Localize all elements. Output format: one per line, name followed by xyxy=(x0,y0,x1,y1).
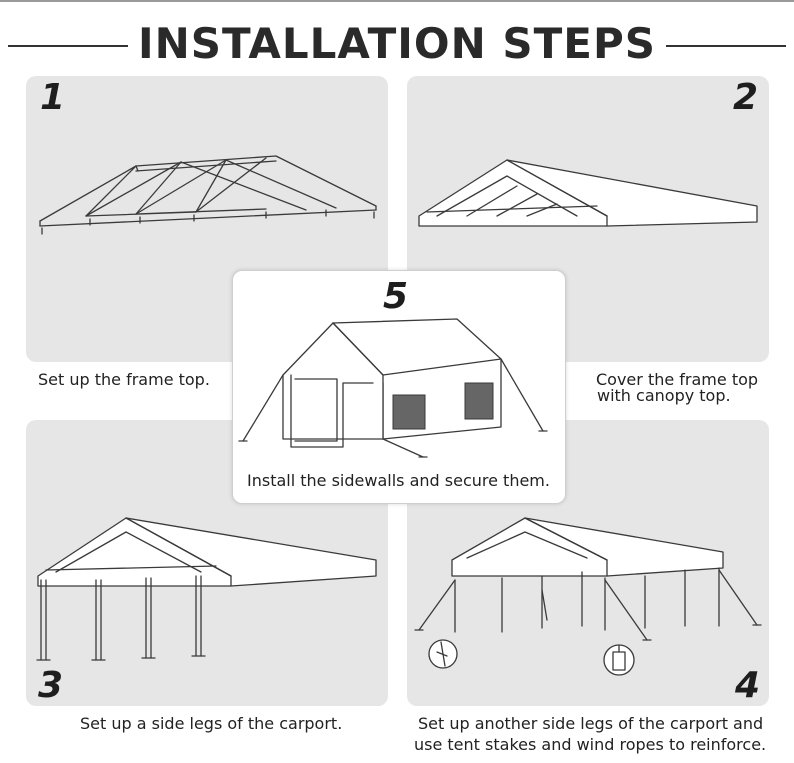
step-2-caption-line-2: with canopy top. xyxy=(597,386,731,405)
step-5-panel: 5 Install the sidewalls and secure them. xyxy=(232,270,566,504)
step-2-caption-line-1: Cover the frame top xyxy=(596,370,759,389)
step-5-caption: Install the sidewalls and secure them. xyxy=(247,471,550,490)
step-2-number: 2 xyxy=(733,77,759,118)
step-1-caption: Set up the frame top. xyxy=(38,370,210,389)
step-2-panel: 2 xyxy=(407,76,769,362)
stakes-and-ropes-illustration xyxy=(414,517,762,676)
title-rule-right xyxy=(650,45,786,47)
step-3-number: 3 xyxy=(38,665,64,706)
step-4-caption-line-1: Set up another side legs of the carport … xyxy=(418,714,764,733)
title-rule-left xyxy=(8,45,146,47)
canopy-top-illustration xyxy=(418,159,758,227)
top-border xyxy=(0,0,794,2)
sidewalls-illustration xyxy=(238,318,548,458)
step-4-caption-line-2: use tent stakes and wind ropes to reinfo… xyxy=(414,735,767,754)
step-5-number: 5 xyxy=(383,276,409,317)
step-3-caption: Set up a side legs of the carport. xyxy=(80,714,343,733)
step-4-number: 4 xyxy=(735,665,761,706)
step-1-number: 1 xyxy=(40,77,66,118)
frame-top-illustration xyxy=(39,155,377,235)
side-legs-illustration xyxy=(36,517,377,661)
page-title: INSTALLATION STEPS xyxy=(0,14,794,74)
